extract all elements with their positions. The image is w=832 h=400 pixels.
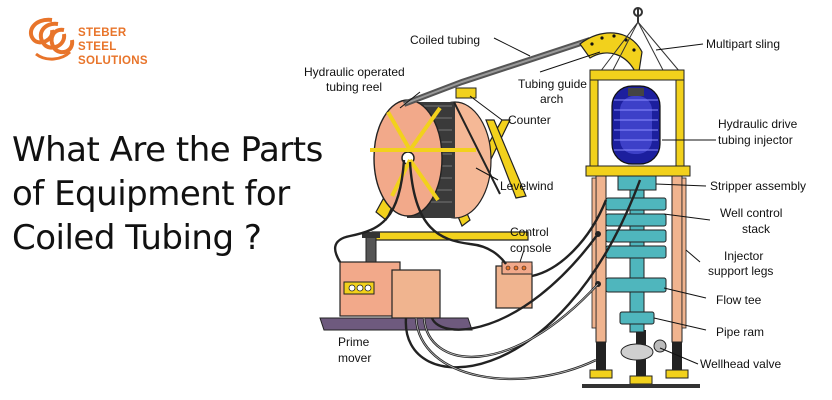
title-line-2: of Equipment for bbox=[12, 174, 290, 214]
label-console-line2: console bbox=[510, 241, 552, 255]
label-injector-line1: Hydraulic drive bbox=[718, 117, 798, 131]
label-legs-line2: support legs bbox=[708, 264, 773, 278]
label-console-line1: Control bbox=[510, 225, 549, 239]
label-reel-line1: Hydraulic operated bbox=[304, 65, 405, 79]
logo-mark-icon bbox=[28, 17, 75, 61]
page-title: What Are the Parts of Equipment for Coil… bbox=[12, 128, 323, 260]
label-pipe-ram: Pipe ram bbox=[716, 325, 764, 339]
logo-line-3: SOLUTIONS bbox=[78, 55, 148, 67]
logo-line-2: STEEL bbox=[78, 41, 117, 53]
label-guide-line1: Tubing guide bbox=[518, 77, 587, 91]
title-line-3: Coiled Tubing ? bbox=[12, 218, 262, 258]
prime-mover bbox=[319, 232, 473, 331]
label-stripper: Stripper assembly bbox=[710, 179, 806, 193]
label-reel-line2: tubing reel bbox=[326, 80, 382, 94]
injector-frame bbox=[585, 69, 691, 177]
label-flow-tee: Flow tee bbox=[716, 293, 762, 307]
label-wcs-line1: Well control bbox=[720, 206, 782, 220]
label-levelwind: Levelwind bbox=[500, 179, 553, 193]
label-wellhead-valve: Wellhead valve bbox=[700, 357, 781, 371]
label-wcs-line2: stack bbox=[742, 222, 771, 236]
brand-logo-text: STEBER STEEL SOLUTIONS bbox=[78, 26, 148, 68]
label-guide-line2: arch bbox=[540, 92, 563, 106]
label-prime-line2: mover bbox=[338, 351, 371, 365]
label-prime-line1: Prime bbox=[338, 335, 370, 349]
tubing-reel bbox=[370, 87, 529, 241]
label-multipart-sling: Multipart sling bbox=[706, 37, 780, 51]
title-line-1: What Are the Parts bbox=[12, 130, 323, 170]
label-coiled-tubing: Coiled tubing bbox=[410, 33, 480, 47]
label-legs-line1: Injector bbox=[724, 249, 763, 263]
label-counter: Counter bbox=[508, 113, 551, 127]
label-injector-line2: tubing injector bbox=[718, 133, 793, 147]
logo-line-1: STEBER bbox=[78, 27, 127, 39]
leader-lines bbox=[399, 37, 716, 365]
control-console bbox=[495, 261, 533, 309]
multipart-sling bbox=[599, 7, 681, 73]
